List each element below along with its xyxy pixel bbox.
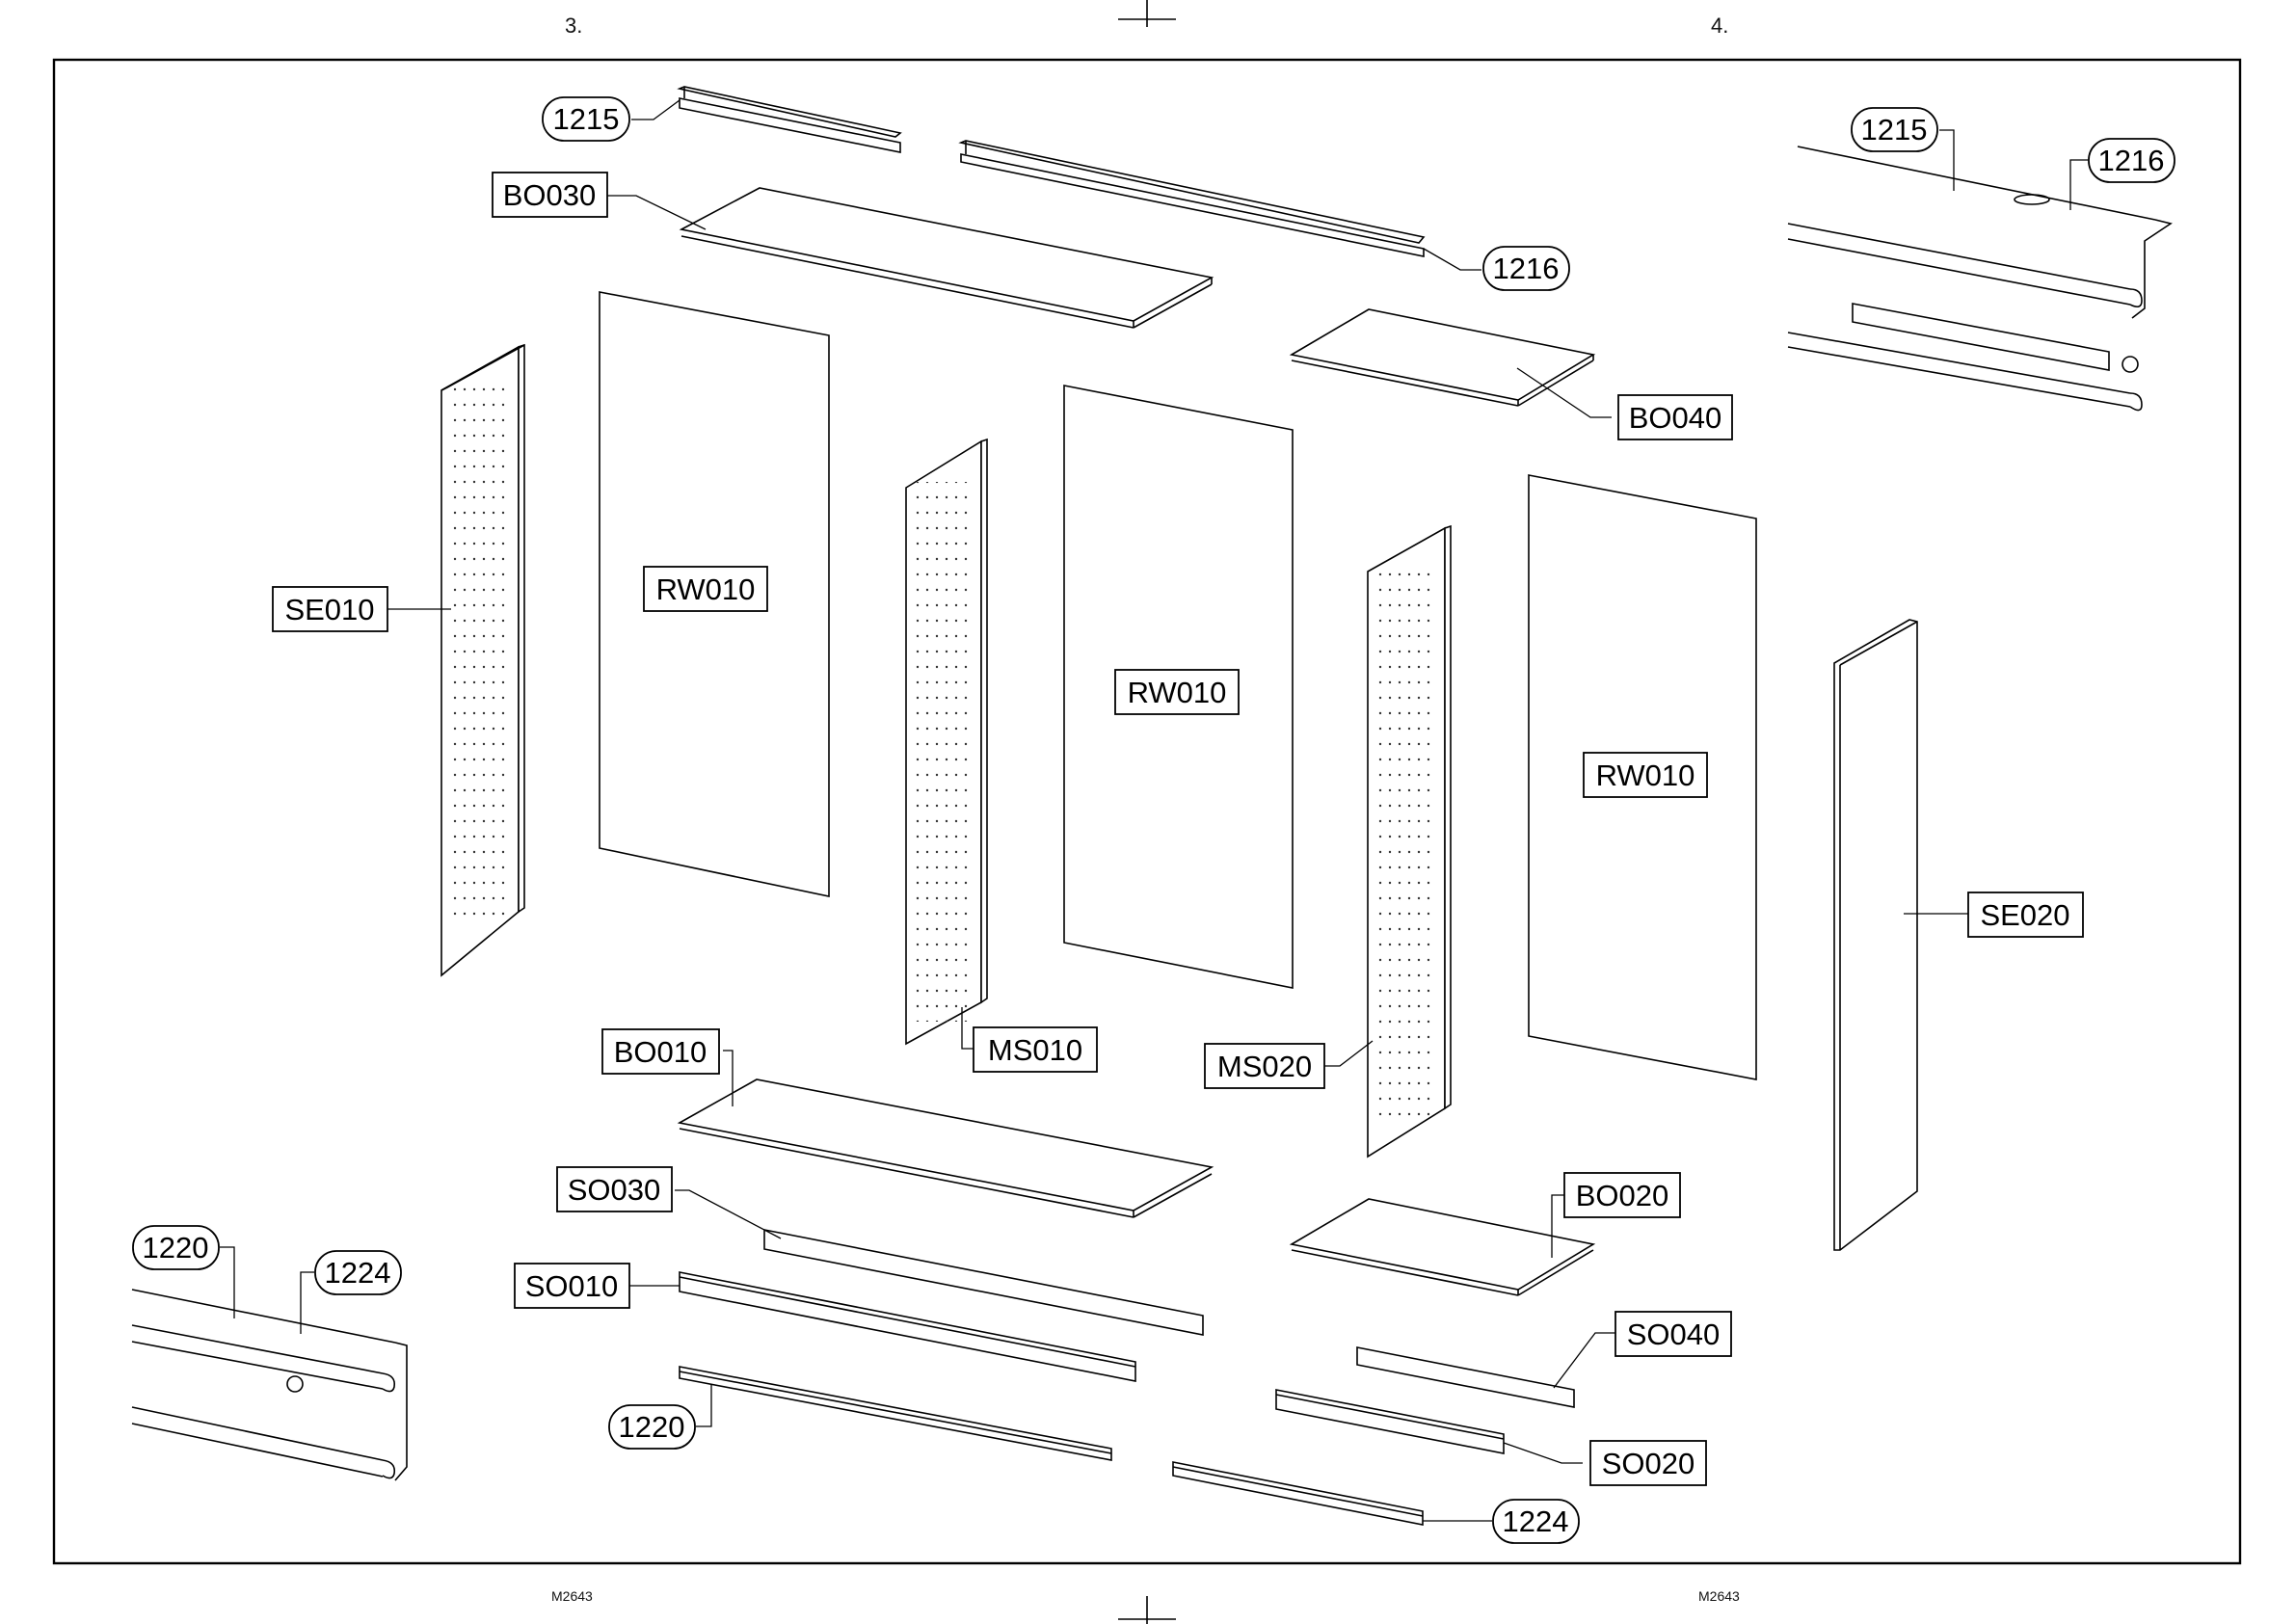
label-rw010-1: RW010 [656, 572, 756, 606]
label-bo040: BO040 [1629, 401, 1722, 435]
shelf-bo040 [1292, 309, 1593, 406]
label-so040: SO040 [1627, 1318, 1721, 1351]
label-bo030: BO030 [503, 178, 597, 212]
shelf-bo010 [680, 1079, 1212, 1217]
label-se020: SE020 [1980, 898, 2069, 932]
shelf-bo020 [1292, 1199, 1593, 1295]
rail-1220 [680, 1367, 1111, 1460]
label-1216-detail: 1216 [2098, 144, 2165, 177]
label-so010: SO010 [525, 1269, 619, 1303]
mid-panel-ms010 [906, 439, 987, 1044]
label-rw010-3: RW010 [1596, 759, 1695, 792]
label-se010: SE010 [284, 593, 374, 626]
plinth-so020 [1276, 1390, 1504, 1453]
side-panel-se010 [441, 345, 524, 975]
label-1215-detail: 1215 [1861, 113, 1928, 146]
label-1224-detail: 1224 [325, 1256, 391, 1290]
label-1220-main: 1220 [619, 1410, 685, 1444]
label-so030: SO030 [568, 1173, 661, 1207]
label-1224-main: 1224 [1503, 1504, 1569, 1538]
shelf-bo030 [681, 188, 1212, 328]
rail-1215 [680, 87, 900, 152]
label-bo010: BO010 [614, 1035, 707, 1069]
label-rw010-2: RW010 [1128, 676, 1227, 709]
plinth-so040 [1357, 1347, 1574, 1407]
rail-1216 [961, 141, 1424, 256]
label-1220-detail: 1220 [143, 1231, 209, 1265]
label-ms020: MS020 [1217, 1050, 1312, 1083]
side-panel-se020 [1834, 620, 1917, 1250]
label-so020: SO020 [1602, 1447, 1695, 1480]
label-bo020: BO020 [1576, 1179, 1669, 1212]
label-1216-main: 1216 [1493, 252, 1560, 285]
rail-1224 [1173, 1462, 1423, 1525]
detail-profile-1220-1224 [132, 1290, 407, 1480]
label-ms010: MS010 [988, 1033, 1082, 1067]
detail-profile-1215-1216 [1788, 146, 2171, 411]
mid-panel-ms020 [1368, 526, 1451, 1157]
label-1215-main: 1215 [553, 102, 620, 136]
